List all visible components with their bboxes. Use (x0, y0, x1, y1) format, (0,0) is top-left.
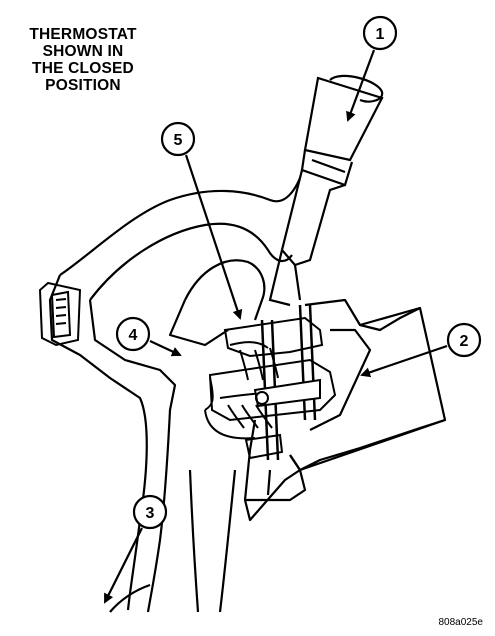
callout-5-arrow (184, 154, 243, 320)
diagram-title: THERMOSTAT SHOWN IN THE CLOSED POSITION (8, 26, 158, 94)
title-line-1: THERMOSTAT (29, 26, 137, 43)
callout-4-arrow (149, 340, 182, 357)
bypass-hose (268, 74, 384, 307)
callout-3: 3 (104, 494, 168, 604)
callout-1-label: 1 (376, 26, 385, 43)
callout-5-label: 5 (174, 132, 183, 149)
callout-1-circle (362, 15, 398, 51)
callout-3-circle (132, 494, 168, 530)
outlet-housing (245, 298, 447, 502)
title-line-4: POSITION (45, 77, 121, 94)
callout-1: 1 (346, 15, 398, 122)
callout-3-label: 3 (146, 505, 155, 522)
callout-2-arrow (360, 344, 448, 378)
callout-3-arrow (104, 527, 143, 604)
callout-5: 5 (160, 121, 243, 320)
callout-2-circle (446, 322, 482, 358)
title-line-3: THE CLOSED (32, 60, 134, 77)
title-line-2: SHOWN IN (42, 43, 124, 60)
callout-5-circle (160, 121, 196, 157)
callout-2: 2 (360, 322, 482, 378)
callout-4: 4 (115, 316, 182, 357)
sensor-connector (38, 281, 82, 347)
callout-2-label: 2 (460, 333, 469, 350)
callout-1-arrow (346, 49, 376, 122)
figure-code: 808a025e (438, 617, 484, 628)
callout-4-circle (115, 316, 151, 352)
thermostat-assembly (204, 304, 337, 461)
callout-4-label: 4 (129, 327, 138, 344)
